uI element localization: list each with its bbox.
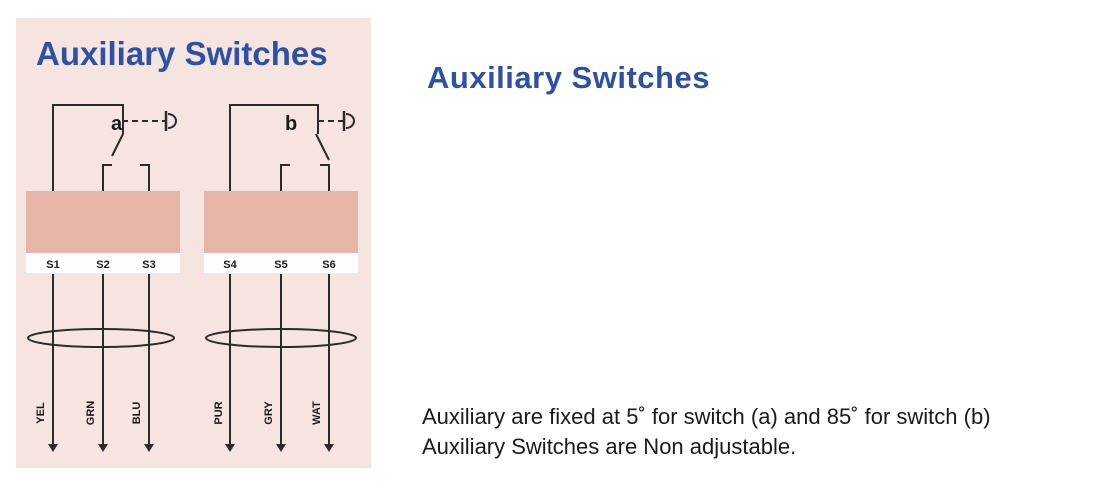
switch-b-terminal-strip	[204, 253, 358, 273]
wiring-diagram: a S1 S2 S3 YEL GRN BLU b	[26, 104, 358, 452]
wire-color-label: GRY	[263, 401, 275, 425]
switch-a-body	[26, 191, 180, 253]
description: Auxiliary are fixed at 5˚ for switch (a)…	[422, 402, 991, 462]
switch-b-common-wire	[229, 104, 319, 191]
terminal-label: S2	[96, 259, 109, 271]
switch-a-group: a S1 S2 S3 YEL GRN BLU	[26, 104, 180, 452]
switch-b-contact-arm	[315, 133, 330, 161]
page-title: Auxiliary Switches	[427, 60, 710, 95]
switch-a-contact-s3	[140, 164, 150, 191]
switch-a-common-wire	[52, 104, 124, 191]
auxiliary-switch-diagram: a S1 S2 S3 YEL GRN BLU b	[16, 18, 371, 468]
switch-b-body	[204, 191, 358, 253]
wire-color-label: GRN	[85, 401, 97, 426]
wire-color-label: BLU	[131, 402, 143, 425]
terminal-label: S5	[274, 259, 287, 271]
wire-color-label: YEL	[35, 402, 47, 424]
switch-b-label: b	[285, 113, 297, 135]
switch-b-group: b S4 S5 S6 PUR GRY WAT	[204, 104, 358, 452]
description-line-1: Auxiliary are fixed at 5˚ for switch (a)…	[422, 404, 991, 429]
terminal-label: S6	[322, 259, 335, 271]
switch-a-actuator-knob	[167, 113, 177, 129]
terminal-label: S1	[46, 259, 59, 271]
wire-color-label: WAT	[311, 401, 323, 425]
terminal-label: S3	[142, 259, 155, 271]
switch-a-label: a	[111, 113, 123, 135]
panel-title: Auxiliary Switches	[36, 35, 328, 72]
switch-a-contact-arm	[111, 133, 124, 157]
switch-b-actuator-knob	[345, 113, 355, 129]
wire-color-label: PUR	[213, 401, 225, 424]
description-line-2: Auxiliary Switches are Non adjustable.	[422, 434, 797, 459]
switch-b-cable-bundle	[205, 328, 357, 348]
switch-a-cable-bundle	[27, 328, 175, 348]
switch-a-terminal-strip	[26, 253, 180, 273]
terminal-label: S4	[223, 259, 237, 271]
switch-b-contact-s5	[280, 164, 290, 191]
switch-a-contact-s2	[102, 164, 112, 191]
switch-b-contact-s6	[320, 164, 330, 191]
